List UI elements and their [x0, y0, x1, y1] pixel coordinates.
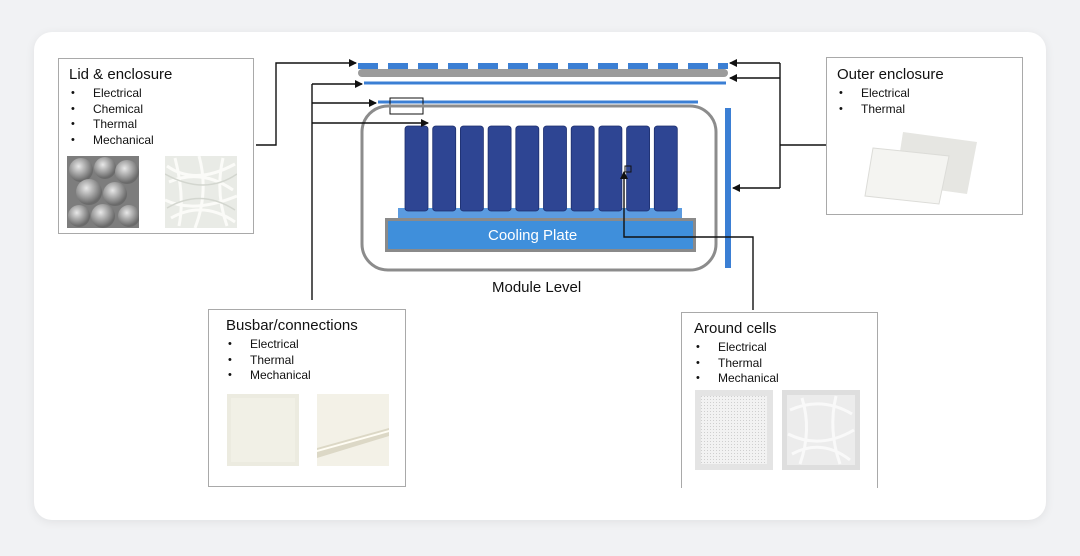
list-item: Thermal [69, 117, 154, 133]
lid-enclosure-box: Lid & enclosure Electrical Chemical Ther… [58, 58, 254, 234]
list-item: Thermal [226, 353, 311, 369]
battery-cell [570, 125, 595, 212]
lid-connector [256, 59, 357, 146]
cooling-plate-label: Cooling Plate [488, 227, 578, 244]
around-cells-box: Around cells Electrical Thermal Mechanic… [681, 312, 878, 488]
battery-cell [543, 125, 567, 212]
list-item: Electrical [837, 86, 910, 102]
list-item: Electrical [694, 340, 779, 356]
battery-cell [653, 125, 678, 212]
lid-enclosure-title: Lid & enclosure [69, 66, 173, 83]
battery-cell [626, 125, 650, 212]
list-item: Mechanical [226, 368, 311, 384]
around-cells-connector [620, 171, 754, 310]
list-item: Electrical [226, 337, 311, 353]
list-item: Mechanical [694, 371, 779, 387]
battery-cell [432, 125, 457, 212]
fiber-pad-sample-image [782, 390, 860, 470]
battery-cell [459, 125, 484, 212]
outer-enclosure-wall [725, 108, 731, 268]
outer-enclosure-list: Electrical Thermal [837, 86, 910, 117]
fiber-sample-image [165, 156, 237, 228]
list-item: Thermal [694, 356, 779, 372]
battery-cell [487, 125, 512, 212]
cells-group [404, 125, 678, 212]
battery-cell [515, 125, 540, 212]
busbar-connections-title: Busbar/connections [226, 317, 358, 334]
list-item: Electrical [69, 86, 154, 102]
busbar-connections-box: Busbar/connections Electrical Thermal Me… [208, 309, 406, 487]
around-cells-list: Electrical Thermal Mechanical [694, 340, 779, 387]
around-cells-marker [624, 165, 632, 173]
paper-sheets-sample-image [864, 132, 977, 205]
outer-enclosure-title: Outer enclosure [837, 66, 944, 83]
list-item: Chemical [69, 102, 154, 118]
mesh-pad-sample-image [695, 390, 773, 470]
battery-cell [598, 125, 623, 212]
cooling-plate [388, 221, 693, 249]
lid-plate [358, 69, 728, 77]
module-outline [360, 104, 718, 272]
busbar-connections-list: Electrical Thermal Mechanical [226, 337, 311, 384]
list-item: Thermal [837, 102, 910, 118]
around-cells-title: Around cells [694, 320, 777, 337]
layered-sheet-sample-image [317, 394, 389, 466]
lid-enclosure-list: Electrical Chemical Thermal Mechanical [69, 86, 154, 148]
battery-cell [404, 125, 429, 212]
module-level-caption: Module Level [492, 279, 582, 296]
list-item: Mechanical [69, 133, 154, 149]
paper-sample-image [227, 394, 299, 466]
outer-enclosure-box: Outer enclosure Electrical Thermal [826, 57, 1023, 215]
foam-sample-image [67, 156, 139, 228]
